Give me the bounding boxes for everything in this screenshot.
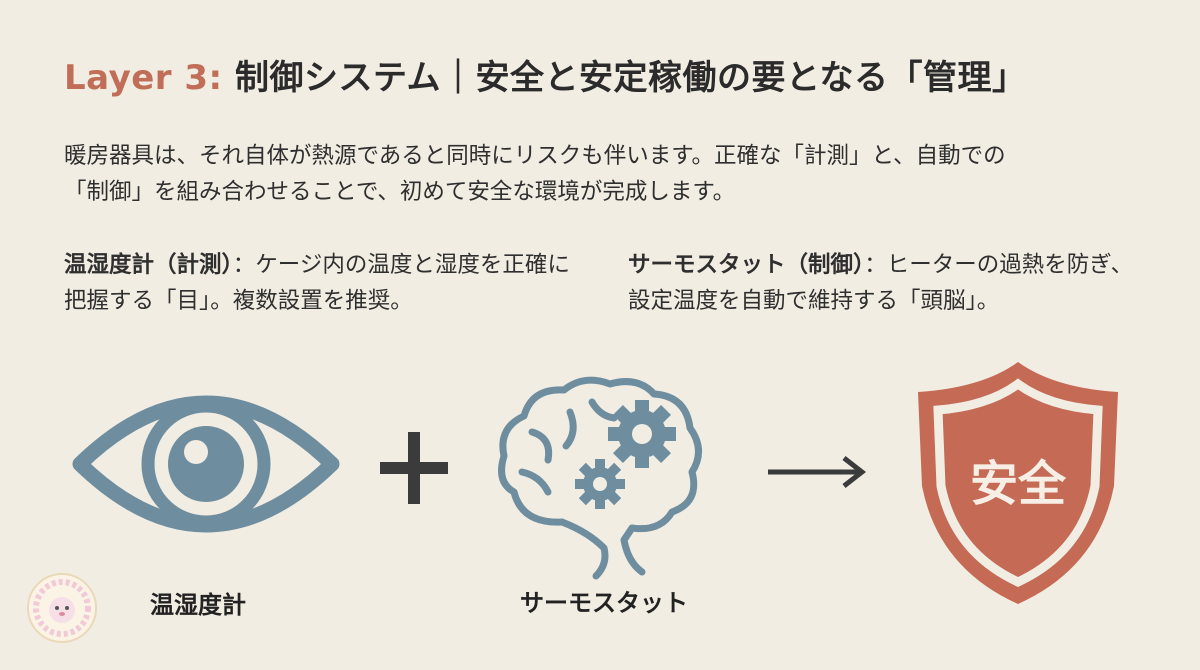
thermostat-heading: サーモスタット（制御） (628, 252, 865, 278)
eye-icon (72, 395, 340, 533)
title-main: 制御システム｜安全と安定稼働の要となる「管理」 (235, 58, 1027, 98)
intro-line-2: 「制御」を組み合わせることで、初めて安全な環境が完成します。 (64, 179, 736, 205)
thermostat-description: サーモスタット（制御）：ヒーターの過熱を防ぎ、設定温度を自動で維持する「頭脳」。 (628, 247, 1148, 319)
page-title: Layer 3: 制御システム｜安全と安定稼働の要となる「管理」 (64, 50, 1026, 99)
hygrometer-description: 温湿度計（計測）：ケージ内の温度と湿度を正確に把握する「目」。複数設置を推奨。 (64, 247, 584, 319)
shield-icon: 安全 (918, 362, 1118, 604)
logo-badge (27, 573, 97, 643)
hygrometer-heading: 温湿度計（計測） (64, 252, 233, 278)
hygrometer-body: ：ケージ内の温度と湿度を正確に把握する「目」。複数設置を推奨。 (64, 252, 570, 314)
arrow-right-icon (768, 456, 866, 488)
intro-text: 暖房器具は、それ自体が熱源であると同時にリスクも伴います。正確な「計測」と、自動… (64, 138, 1154, 210)
intro-line-1: 暖房器具は、それ自体が熱源であると同時にリスクも伴います。正確な「計測」と、自動… (64, 143, 1006, 169)
thermostat-label: サーモスタット (520, 589, 688, 617)
thermostat-body: ：ヒーターの過熱を防ぎ、設定温度を自動で維持する「頭脳」。 (628, 252, 1134, 314)
brain-gears-icon (498, 376, 702, 580)
plus-icon (380, 432, 448, 504)
hygrometer-label: 温湿度計 (150, 591, 246, 619)
shield-label: 安全 (970, 456, 1067, 512)
layer-label: Layer 3: (64, 58, 223, 98)
